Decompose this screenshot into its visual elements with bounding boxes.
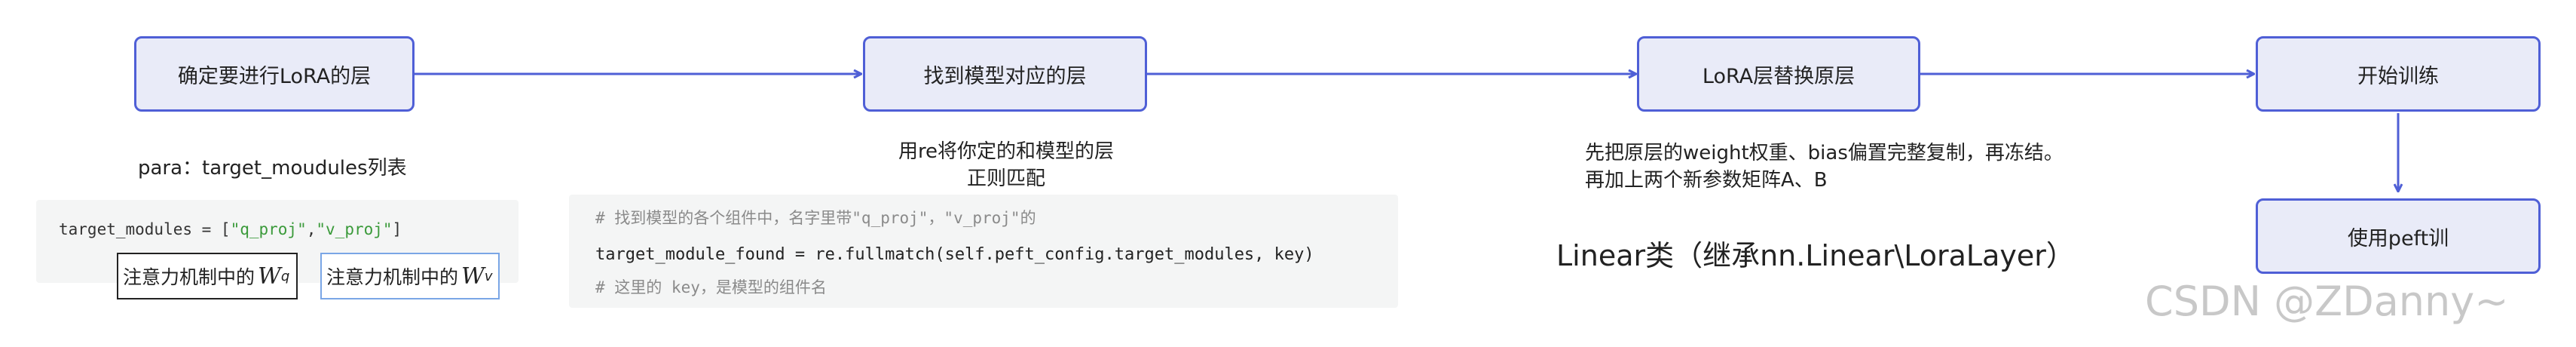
attention-wq-text: 注意力机制中的	[123, 266, 255, 288]
regex-code-comment-1: # 找到模型的各个组件中，名字里带"q_proj"，"v_proj"的	[595, 209, 1036, 227]
wv-subscript: v	[484, 268, 493, 284]
step-label-find-layers: 找到模型对应的层	[923, 64, 1087, 88]
wq-symbol: W	[258, 263, 281, 290]
wq-subscript: q	[280, 268, 290, 284]
step-box-replace-layers: LoRA层替换原层	[1637, 36, 1920, 112]
code-sep: ,	[306, 220, 317, 238]
step-box-select-layers: 确定要进行LoRA的层	[134, 36, 415, 112]
step-label-replace-layers: LoRA层替换原层	[1702, 64, 1856, 88]
code-suffix: ]	[392, 220, 402, 238]
step-box-find-layers: 找到模型对应的层	[863, 36, 1147, 112]
regex-code-line: target_module_found = re.fullmatch(self.…	[595, 245, 1314, 264]
wv-symbol: W	[461, 263, 485, 290]
attention-wv-text: 注意力机制中的	[326, 266, 459, 288]
step-label-select-layers: 确定要进行LoRA的层	[177, 64, 372, 88]
regex-note-line1: 用re将你定的和模型的层	[898, 140, 1115, 163]
regex-note: 用re将你定的和模型的层 正则匹配	[852, 138, 1161, 192]
copy-freeze-line1: 先把原层的weight权重、bias偏置完整复制，再冻结。	[1585, 142, 2064, 164]
code-prefix: target_modules = [	[59, 220, 231, 238]
code-q-proj: "q_proj"	[230, 220, 307, 238]
regex-note-line2: 正则匹配	[966, 167, 1045, 190]
target-modules-code: target_modules = ["q_proj","v_proj"]	[59, 216, 402, 243]
copy-freeze-line2: 再加上两个新参数矩阵A、B	[1585, 169, 1828, 192]
step-label-peft-train: 使用peft训	[2347, 226, 2449, 250]
step-box-start-training: 开始训练	[2256, 36, 2541, 112]
para-note: para：target_moudules列表	[138, 157, 407, 180]
step-box-peft-train: 使用peft训	[2256, 198, 2541, 274]
regex-code-comment-2: # 这里的 key，是模型的组件名	[595, 278, 827, 296]
code-v-proj: "v_proj"	[316, 220, 393, 238]
step-label-start-training: 开始训练	[2357, 64, 2439, 88]
copy-freeze-note: 先把原层的weight权重、bias偏置完整复制，再冻结。 再加上两个新参数矩阵…	[1585, 140, 2064, 194]
watermark: CSDN @ZDanny~	[2145, 278, 2509, 325]
regex-code-panel	[569, 195, 1398, 308]
linear-class-note: Linear类（继承nn.Linear\LoraLayer）	[1556, 239, 2075, 272]
